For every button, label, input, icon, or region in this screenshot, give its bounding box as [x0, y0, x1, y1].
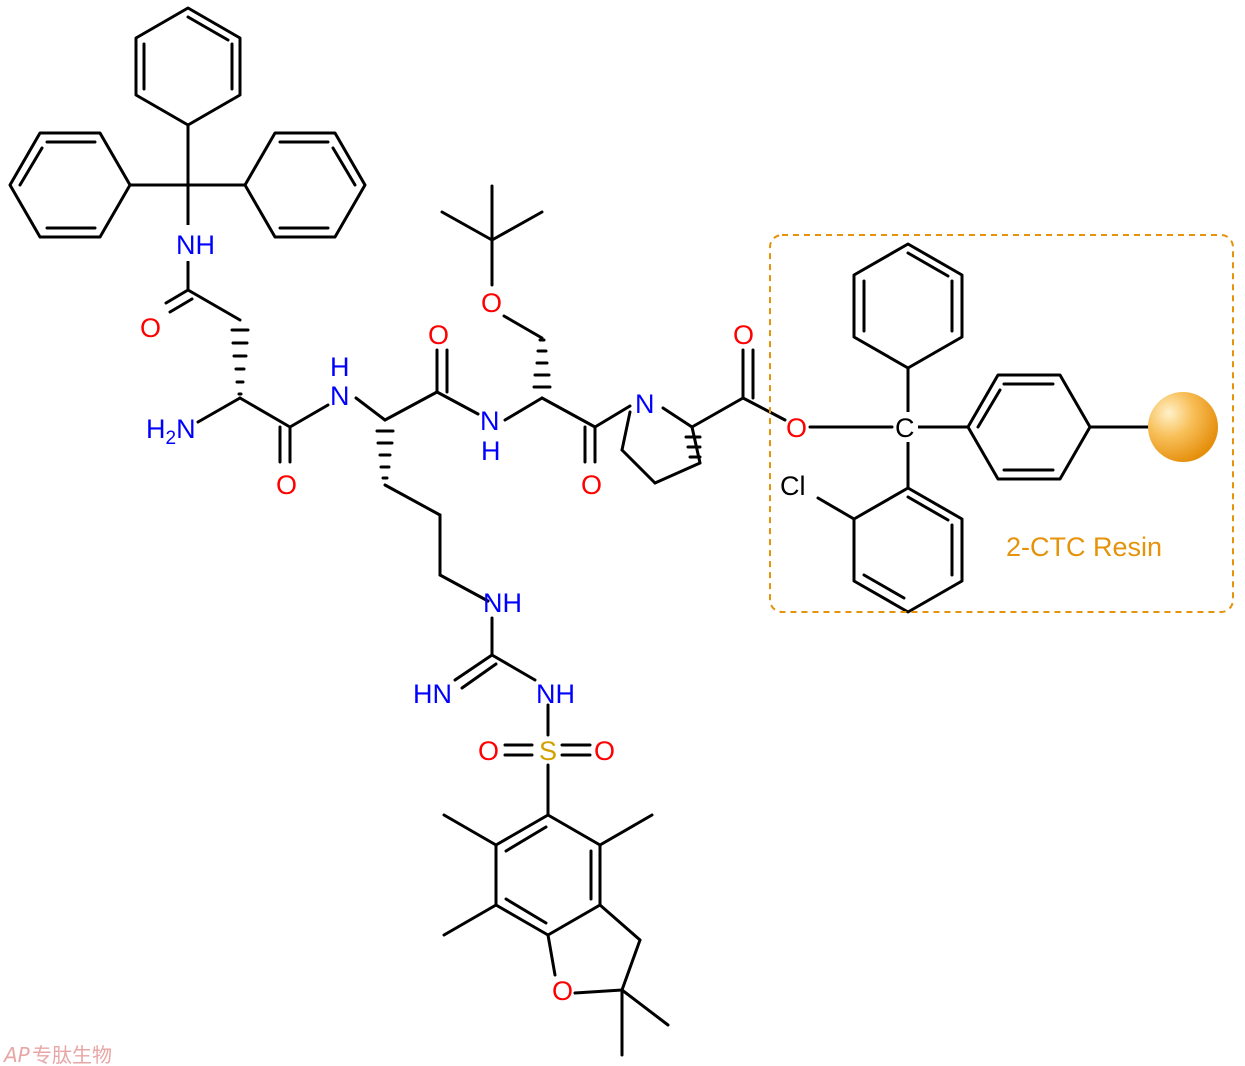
label-o-pro-carbonyl: O [733, 320, 754, 350]
stereo-hash-arg [375, 429, 395, 480]
label-o-ser-backbone: O [581, 470, 602, 500]
trityl-phenyl-right [243, 131, 367, 239]
resin-bead-icon [1148, 392, 1218, 462]
atom-labels: NH O H2N N H O O N H O O N O O C Cl NH H… [140, 225, 1162, 1006]
resin-label: 2-CTC Resin [1006, 532, 1162, 562]
trityl-phenyl-top [134, 6, 242, 127]
label-cl: Cl [780, 471, 806, 501]
ctc-phenyl-top [852, 242, 964, 370]
label-n-ser: N [480, 406, 500, 436]
watermark-ap: AP [2, 1043, 31, 1066]
stereo-hash-asn [230, 328, 250, 396]
label-nh-guanidine: NH [483, 588, 522, 618]
label-h-arg: H [330, 352, 350, 382]
label-h2n: H2N [146, 414, 196, 449]
label-hn-imine: HN [413, 679, 452, 709]
label-o-pbf: O [552, 976, 573, 1006]
label-o-asn-backbone: O [276, 470, 297, 500]
label-o-arg-backbone: O [428, 320, 449, 350]
ctc-phenyl-right [966, 373, 1092, 481]
pbf-aromatic-ring [494, 813, 602, 937]
label-s: S [539, 736, 557, 766]
label-o-asn-side: O [140, 313, 161, 343]
label-o-ser-side: O [481, 288, 502, 318]
label-o-s-left: O [478, 736, 499, 766]
stereo-hash-pro [684, 435, 702, 459]
trityl-phenyl-left [8, 131, 132, 239]
watermark: AP 专肽生物 [2, 1043, 112, 1066]
label-n-pro: N [635, 389, 655, 419]
watermark-cn: 专肽生物 [32, 1043, 112, 1066]
label-n-arg: N [330, 381, 350, 411]
label-c-trityl: C [895, 413, 915, 443]
ctc-chlorophenyl [852, 486, 964, 614]
label-nh-trityl: NH [176, 230, 215, 260]
bonds [8, 6, 1152, 1057]
resin-box [769, 234, 1234, 613]
stereo-hash-ser [532, 338, 552, 389]
label-h-ser: H [481, 436, 501, 466]
label-o-ester: O [786, 413, 807, 443]
label-nh-sulfonyl: NH [536, 679, 575, 709]
label-o-s-right: O [594, 736, 615, 766]
